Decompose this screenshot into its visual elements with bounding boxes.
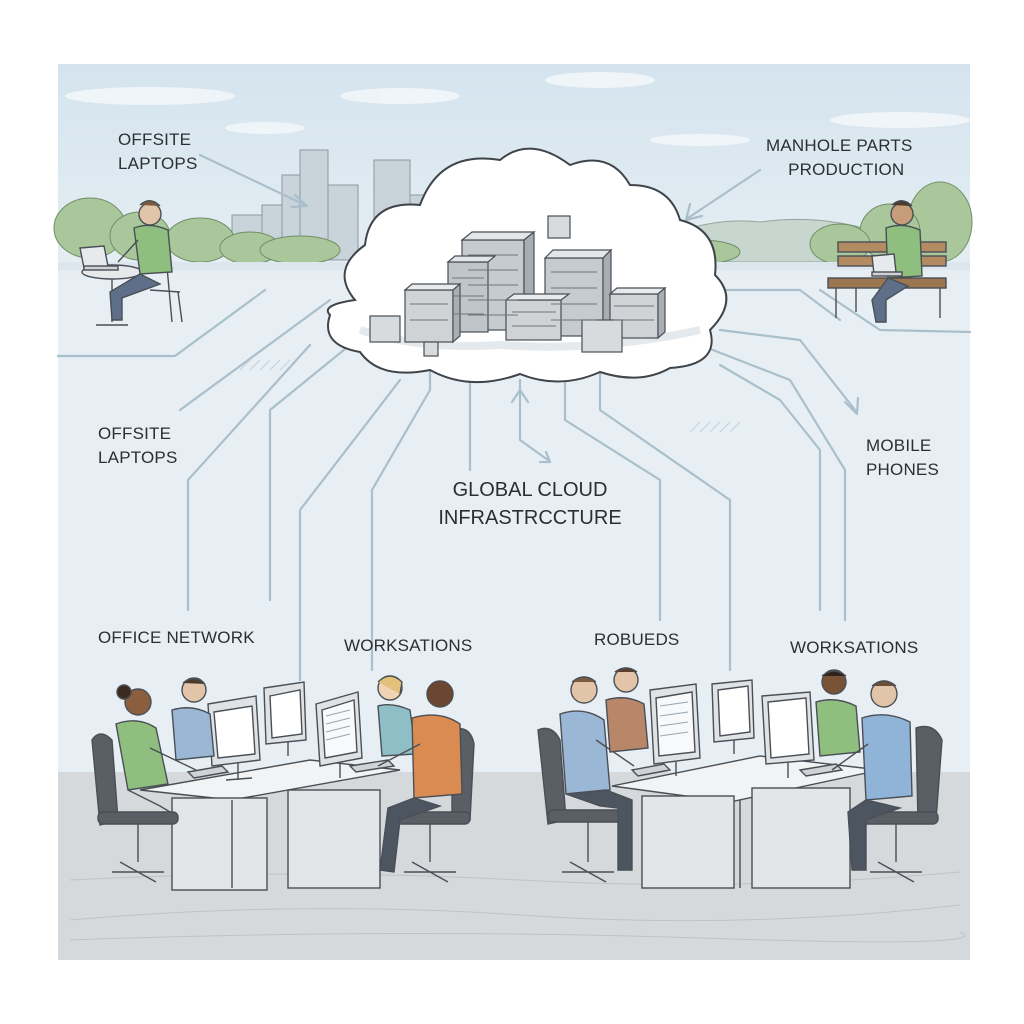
- server-rack-icon: [504, 293, 571, 341]
- monitor-icon: [761, 691, 815, 778]
- person-icon: [815, 669, 861, 757]
- monitor-icon: [315, 691, 363, 778]
- label-line: OFFSITE: [118, 130, 192, 149]
- office-chair-icon: [537, 727, 629, 883]
- workstation-cluster-left: [91, 675, 475, 891]
- sky-clouds: [65, 72, 970, 146]
- ground-hatching: [239, 359, 741, 433]
- label-office-network: OFFICE NETWORK: [98, 628, 255, 647]
- person-icon: [109, 200, 173, 321]
- mobile-worker-right: [827, 200, 947, 323]
- arrow-head: [290, 193, 309, 209]
- label-worksations-right: WORKSATIONS: [790, 638, 919, 657]
- server-box: [369, 315, 401, 343]
- monitor-icon: [649, 683, 701, 776]
- monitor-icon: [711, 679, 755, 754]
- person-icon: [605, 667, 649, 753]
- label-line: MOBILE: [866, 436, 932, 455]
- laptop-icon: [79, 245, 119, 271]
- person-icon: [171, 677, 215, 761]
- label-robueds: ROBUEDS: [594, 630, 680, 649]
- server-rack-icon: [403, 282, 462, 344]
- laptop-icon: [871, 253, 903, 277]
- office-chair-icon: [857, 725, 943, 883]
- workstation-cluster-right: [537, 667, 943, 889]
- label-line: MANHOLE PARTS: [766, 136, 913, 155]
- workstation-icon: [139, 759, 401, 891]
- server-racks: [369, 215, 667, 357]
- keyboard-icon: [798, 763, 844, 777]
- label-line: PHONES: [866, 460, 939, 479]
- monitor-icon: [207, 695, 261, 781]
- label-manhole-parts-production: MANHOLE PARTS PRODUCTION: [766, 134, 913, 182]
- keyboard-icon: [186, 765, 230, 779]
- label-mobile-phones: MOBILE PHONES: [866, 434, 939, 482]
- server-box: [581, 319, 623, 353]
- person-icon: [559, 676, 635, 871]
- title-line-1: GLOBAL CLOUD: [452, 479, 608, 501]
- person-icon: [831, 680, 913, 871]
- office-chair-icon: [91, 733, 179, 883]
- keyboard-icon: [630, 763, 672, 777]
- server-box: [423, 341, 439, 357]
- monitor-icon: [263, 681, 307, 756]
- server-slots: [410, 254, 654, 327]
- arrow-offsite-laptops: [198, 153, 307, 207]
- label-line: LAPTOPS: [118, 154, 198, 173]
- person-icon: [377, 675, 417, 757]
- person-icon: [115, 684, 197, 813]
- label-line: OFFSITE: [98, 424, 172, 443]
- label-offsite-laptops-top: OFFSITE LAPTOPS: [118, 128, 198, 176]
- label-line: PRODUCTION: [788, 160, 905, 179]
- server-box: [547, 215, 571, 239]
- label-worksations-left: WORKSATIONS: [344, 636, 473, 655]
- label-line: LAPTOPS: [98, 448, 178, 467]
- label-offsite-laptops-mid: OFFSITE LAPTOPS: [98, 422, 178, 470]
- offsite-worker-left: [79, 200, 183, 326]
- diagram-title: GLOBAL CLOUD INFRASTRCCTURE: [380, 476, 680, 532]
- person-icon: [377, 680, 463, 873]
- title-line-2: INFRASTRCCTURE: [438, 507, 622, 529]
- connection-lines: [56, 153, 972, 682]
